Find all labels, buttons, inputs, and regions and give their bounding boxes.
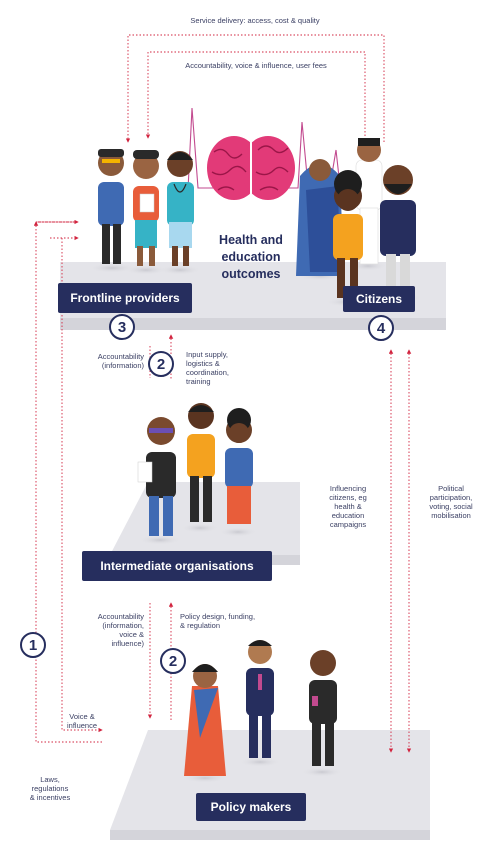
person-policy-1 <box>181 664 229 783</box>
brain-icon <box>207 136 295 200</box>
arrow-accountability-voice <box>145 51 368 151</box>
arrow-laws <box>33 221 102 743</box>
person-intermediate-3 <box>218 408 258 537</box>
person-frontline-2 <box>124 150 168 275</box>
badge-1: 1 <box>20 632 46 658</box>
label-policy-design: Policy design, funding,& regulation <box>180 612 256 630</box>
box-policy-makers: Policy makers <box>196 793 306 821</box>
person-citizen-2 <box>348 138 388 271</box>
box-frontline-providers: Frontline providers <box>58 283 192 313</box>
badge-3: 3 <box>109 314 135 340</box>
label-accountability-info: Accountability(information) <box>97 352 144 370</box>
label-accountability-voice: Accountability, voice & influence, user … <box>185 61 327 70</box>
label-laws: Laws,regulations& incentives <box>29 775 71 802</box>
arrow-service-delivery <box>125 34 385 143</box>
badge-2-lower: 2 <box>160 648 186 674</box>
person-intermediate-1 <box>137 417 182 545</box>
label-voice-influence: Voice &influence <box>66 712 98 730</box>
badge-4: 4 <box>368 315 394 341</box>
person-frontline-3 <box>158 151 202 275</box>
badge-2-upper: 2 <box>148 351 174 377</box>
person-frontline-1 <box>88 149 136 273</box>
label-input-supply: Input supply,logistics & coordination,tr… <box>186 350 229 386</box>
box-citizens: Citizens <box>343 286 415 312</box>
person-citizen-1 <box>296 159 344 281</box>
box-intermediate-organisations: Intermediate organisations <box>82 551 272 581</box>
person-policy-2 <box>238 640 282 767</box>
person-policy-3 <box>300 650 344 777</box>
label-service-delivery: Service delivery: access, cost & quality <box>190 16 320 25</box>
person-intermediate-2 <box>180 403 220 533</box>
label-accountability-ivi: Accountability(information, voice &influ… <box>97 612 144 648</box>
